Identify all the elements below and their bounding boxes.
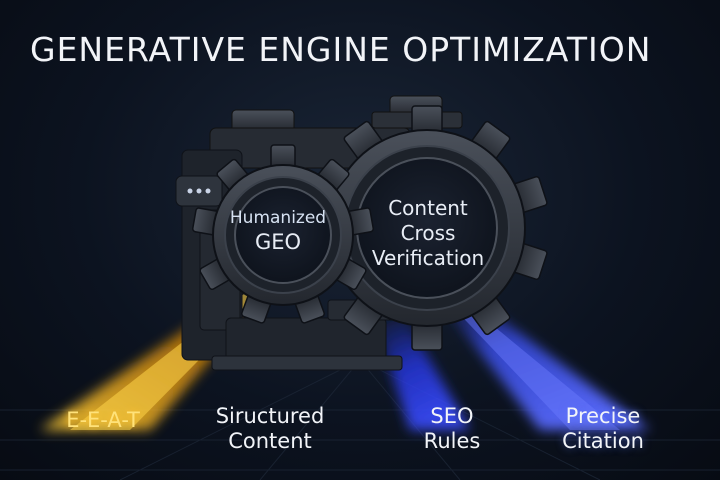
output-label-line: Precise xyxy=(565,404,641,428)
page-title: GENERATIVE ENGINE OPTIMIZATION xyxy=(30,30,652,69)
gear-label-line: GEO xyxy=(254,230,302,255)
output-label-line: Content xyxy=(228,429,312,453)
output-label-seo-rules: SEO Rules xyxy=(414,404,490,454)
gear-label-line: Humanized xyxy=(229,208,327,228)
output-label-line: Siructured xyxy=(215,404,325,428)
output-label-line: Rules xyxy=(423,429,481,453)
small-gear xyxy=(192,144,374,324)
output-label-precise-citation: Precise Citation xyxy=(548,404,658,454)
output-label-line: SEO xyxy=(430,404,474,428)
content-cross-verification-label: Content Cross Verification xyxy=(365,196,491,271)
gear-label-line: Verification xyxy=(371,246,485,270)
output-label-line: E-E-A-T xyxy=(66,408,140,432)
gear-label-line: Content xyxy=(388,196,468,220)
output-label-eeat: E-E-A-T xyxy=(58,408,148,433)
large-gear xyxy=(306,105,548,351)
gear-label-line: Cross xyxy=(400,221,456,245)
humanized-geo-label: Humanized GEO xyxy=(228,208,328,256)
output-label-line: Citation xyxy=(562,429,644,453)
output-label-structured-content: Siructured Content xyxy=(212,404,328,454)
